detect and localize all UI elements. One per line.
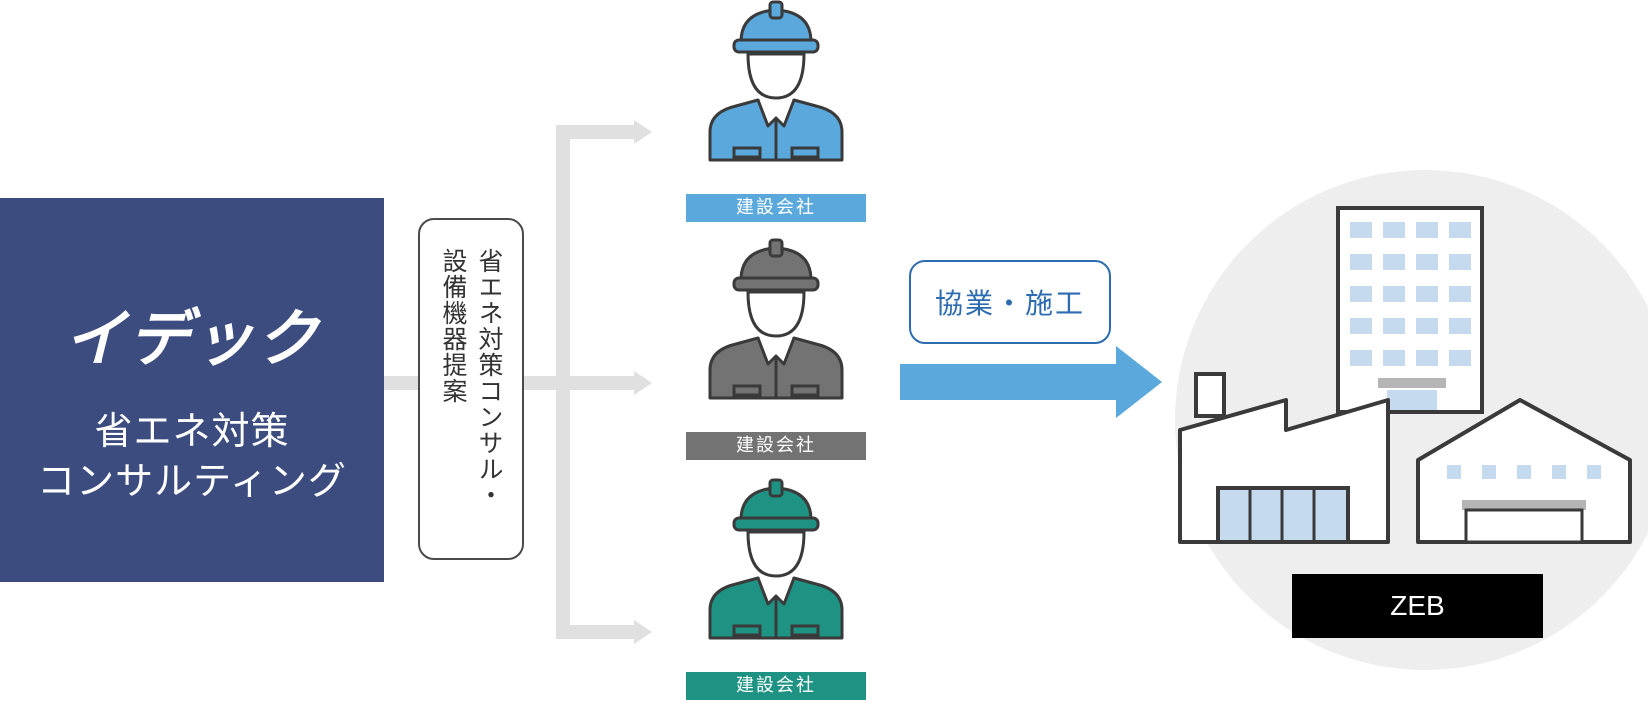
- branch-top: [556, 125, 636, 139]
- flow-arrow-head: [1116, 346, 1162, 418]
- worker-icon-teal: [708, 478, 844, 640]
- worker-label-teal: 建設会社: [686, 672, 866, 700]
- zeb-label: ZEB: [1292, 574, 1543, 638]
- flow-arrow-shaft: [900, 364, 1120, 400]
- consulting-text-col2: 設備機器提案: [439, 248, 468, 404]
- company-logo: イデック: [63, 302, 320, 375]
- worker-label-gray: 建設会社: [686, 432, 866, 460]
- branch-bottom-arrowhead: [634, 620, 652, 644]
- collaboration-label: 協業・施工: [909, 260, 1111, 344]
- factory-icon: [1178, 372, 1390, 544]
- branch-bottom: [556, 625, 636, 639]
- branch-top-arrowhead: [634, 120, 652, 144]
- warehouse-icon: [1416, 398, 1632, 544]
- consulting-box: 省エネ対策コンサル・ 設備機器提案: [418, 218, 524, 560]
- branch-mid-arrowhead: [634, 371, 652, 395]
- company-panel: イデック 省エネ対策 コンサルティング: [0, 198, 384, 582]
- connector-left: [384, 376, 418, 390]
- service-title: 省エネ対策 コンサルティング: [37, 406, 347, 506]
- consulting-text-col1: 省エネ対策コンサル・: [475, 248, 504, 508]
- branch-mid: [556, 376, 636, 390]
- worker-icon-blue: [708, 0, 844, 162]
- zeb-circle: [1175, 170, 1648, 670]
- service-title-line2: コンサルティング: [37, 459, 347, 503]
- worker-icon-gray: [708, 238, 844, 400]
- office-building-icon: [1336, 206, 1484, 414]
- service-title-line1: 省エネ対策: [94, 409, 290, 453]
- worker-label-blue: 建設会社: [686, 194, 866, 222]
